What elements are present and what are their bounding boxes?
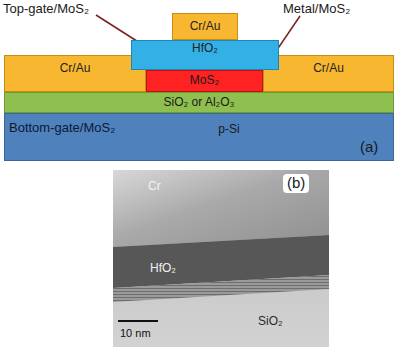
layer-label: MoS₂ <box>190 74 219 87</box>
layer-label: Cr/Au <box>60 62 91 75</box>
panel-label: (b) <box>283 174 309 193</box>
layer-label: p-Si <box>218 123 239 136</box>
interface-label: Metal/MoS₂ <box>283 2 350 16</box>
scale-bar <box>118 320 158 322</box>
layer-label: HfO₂ <box>192 42 218 55</box>
mos2-channel: MoS₂ <box>146 70 263 92</box>
region-label: Cr <box>148 180 161 193</box>
drain-metal: Cr/Au <box>263 55 394 92</box>
layer-label: Cr/Au <box>313 62 344 75</box>
panel-label: (a) <box>360 139 378 156</box>
interface-label: Bottom-gate/MoS₂ <box>9 121 115 135</box>
tem-image <box>113 170 329 347</box>
region-label: SiO₂ <box>258 315 283 328</box>
dielectric-layer: SiO₂ or Al₂O₃ <box>4 92 394 113</box>
layer-label: SiO₂ or Al₂O₃ <box>164 96 235 109</box>
top-gate-metal: Cr/Au <box>172 13 238 40</box>
interface-label: Top-gate/MoS₂ <box>3 2 89 16</box>
gate-oxide-layer: HfO₂ <box>131 40 279 70</box>
region-label: HfO₂ <box>150 262 176 275</box>
source-metal: Cr/Au <box>4 55 146 92</box>
scale-label: 10 nm <box>120 327 151 339</box>
layer-label: Cr/Au <box>190 20 221 33</box>
